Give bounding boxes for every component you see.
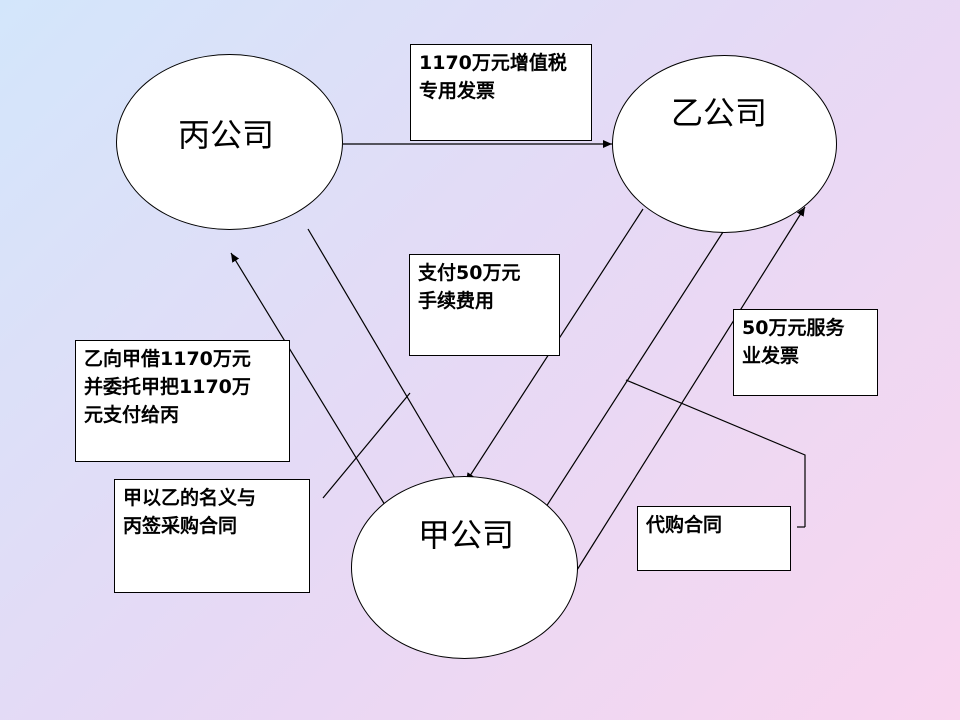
note-fee-payment: 支付50万元 手续费用 (409, 254, 560, 356)
note-line: 元支付给丙 (84, 404, 180, 426)
note-vat-invoice: 1170万元增值税 专用发票 (410, 44, 592, 141)
note-line: 专用发票 (419, 80, 496, 102)
line-bing-to-jia (307, 228, 456, 479)
note-loan: 乙向甲借1170万元 并委托甲把1170万 元支付给丙 (75, 340, 290, 462)
arrow-jia-to-yi (576, 206, 806, 571)
note-line: 手续费用 (418, 290, 495, 312)
note-line: 乙向甲借1170万元 (84, 348, 251, 370)
note-agency-contract: 代购合同 (637, 506, 791, 571)
company-yi-node (612, 55, 837, 233)
note-line: 支付50万元 (418, 262, 521, 284)
arrow-jia-to-bing (230, 252, 386, 506)
pointer-agency-contract (625, 379, 806, 527)
pointer-purchase-contract (322, 392, 411, 499)
company-jia-node (351, 476, 578, 659)
note-line: 代购合同 (646, 514, 723, 536)
company-jia-label: 甲公司 (418, 516, 515, 554)
company-bing-label: 丙公司 (178, 116, 275, 154)
note-purchase-contract: 甲以乙的名义与 丙签采购合同 (114, 479, 310, 593)
note-line: 50万元服务 (742, 317, 845, 339)
note-service-invoice: 50万元服务 业发票 (733, 309, 878, 396)
note-line: 丙签采购合同 (123, 515, 238, 537)
company-yi-label: 乙公司 (671, 94, 768, 132)
line-yi-jia-agency (543, 231, 724, 511)
note-line: 1170万元增值税 (419, 52, 567, 74)
note-line: 甲以乙的名义与 (123, 487, 257, 509)
note-line: 并委托甲把1170万 (84, 376, 251, 398)
company-bing-node (116, 54, 343, 230)
note-line: 业发票 (742, 345, 800, 367)
